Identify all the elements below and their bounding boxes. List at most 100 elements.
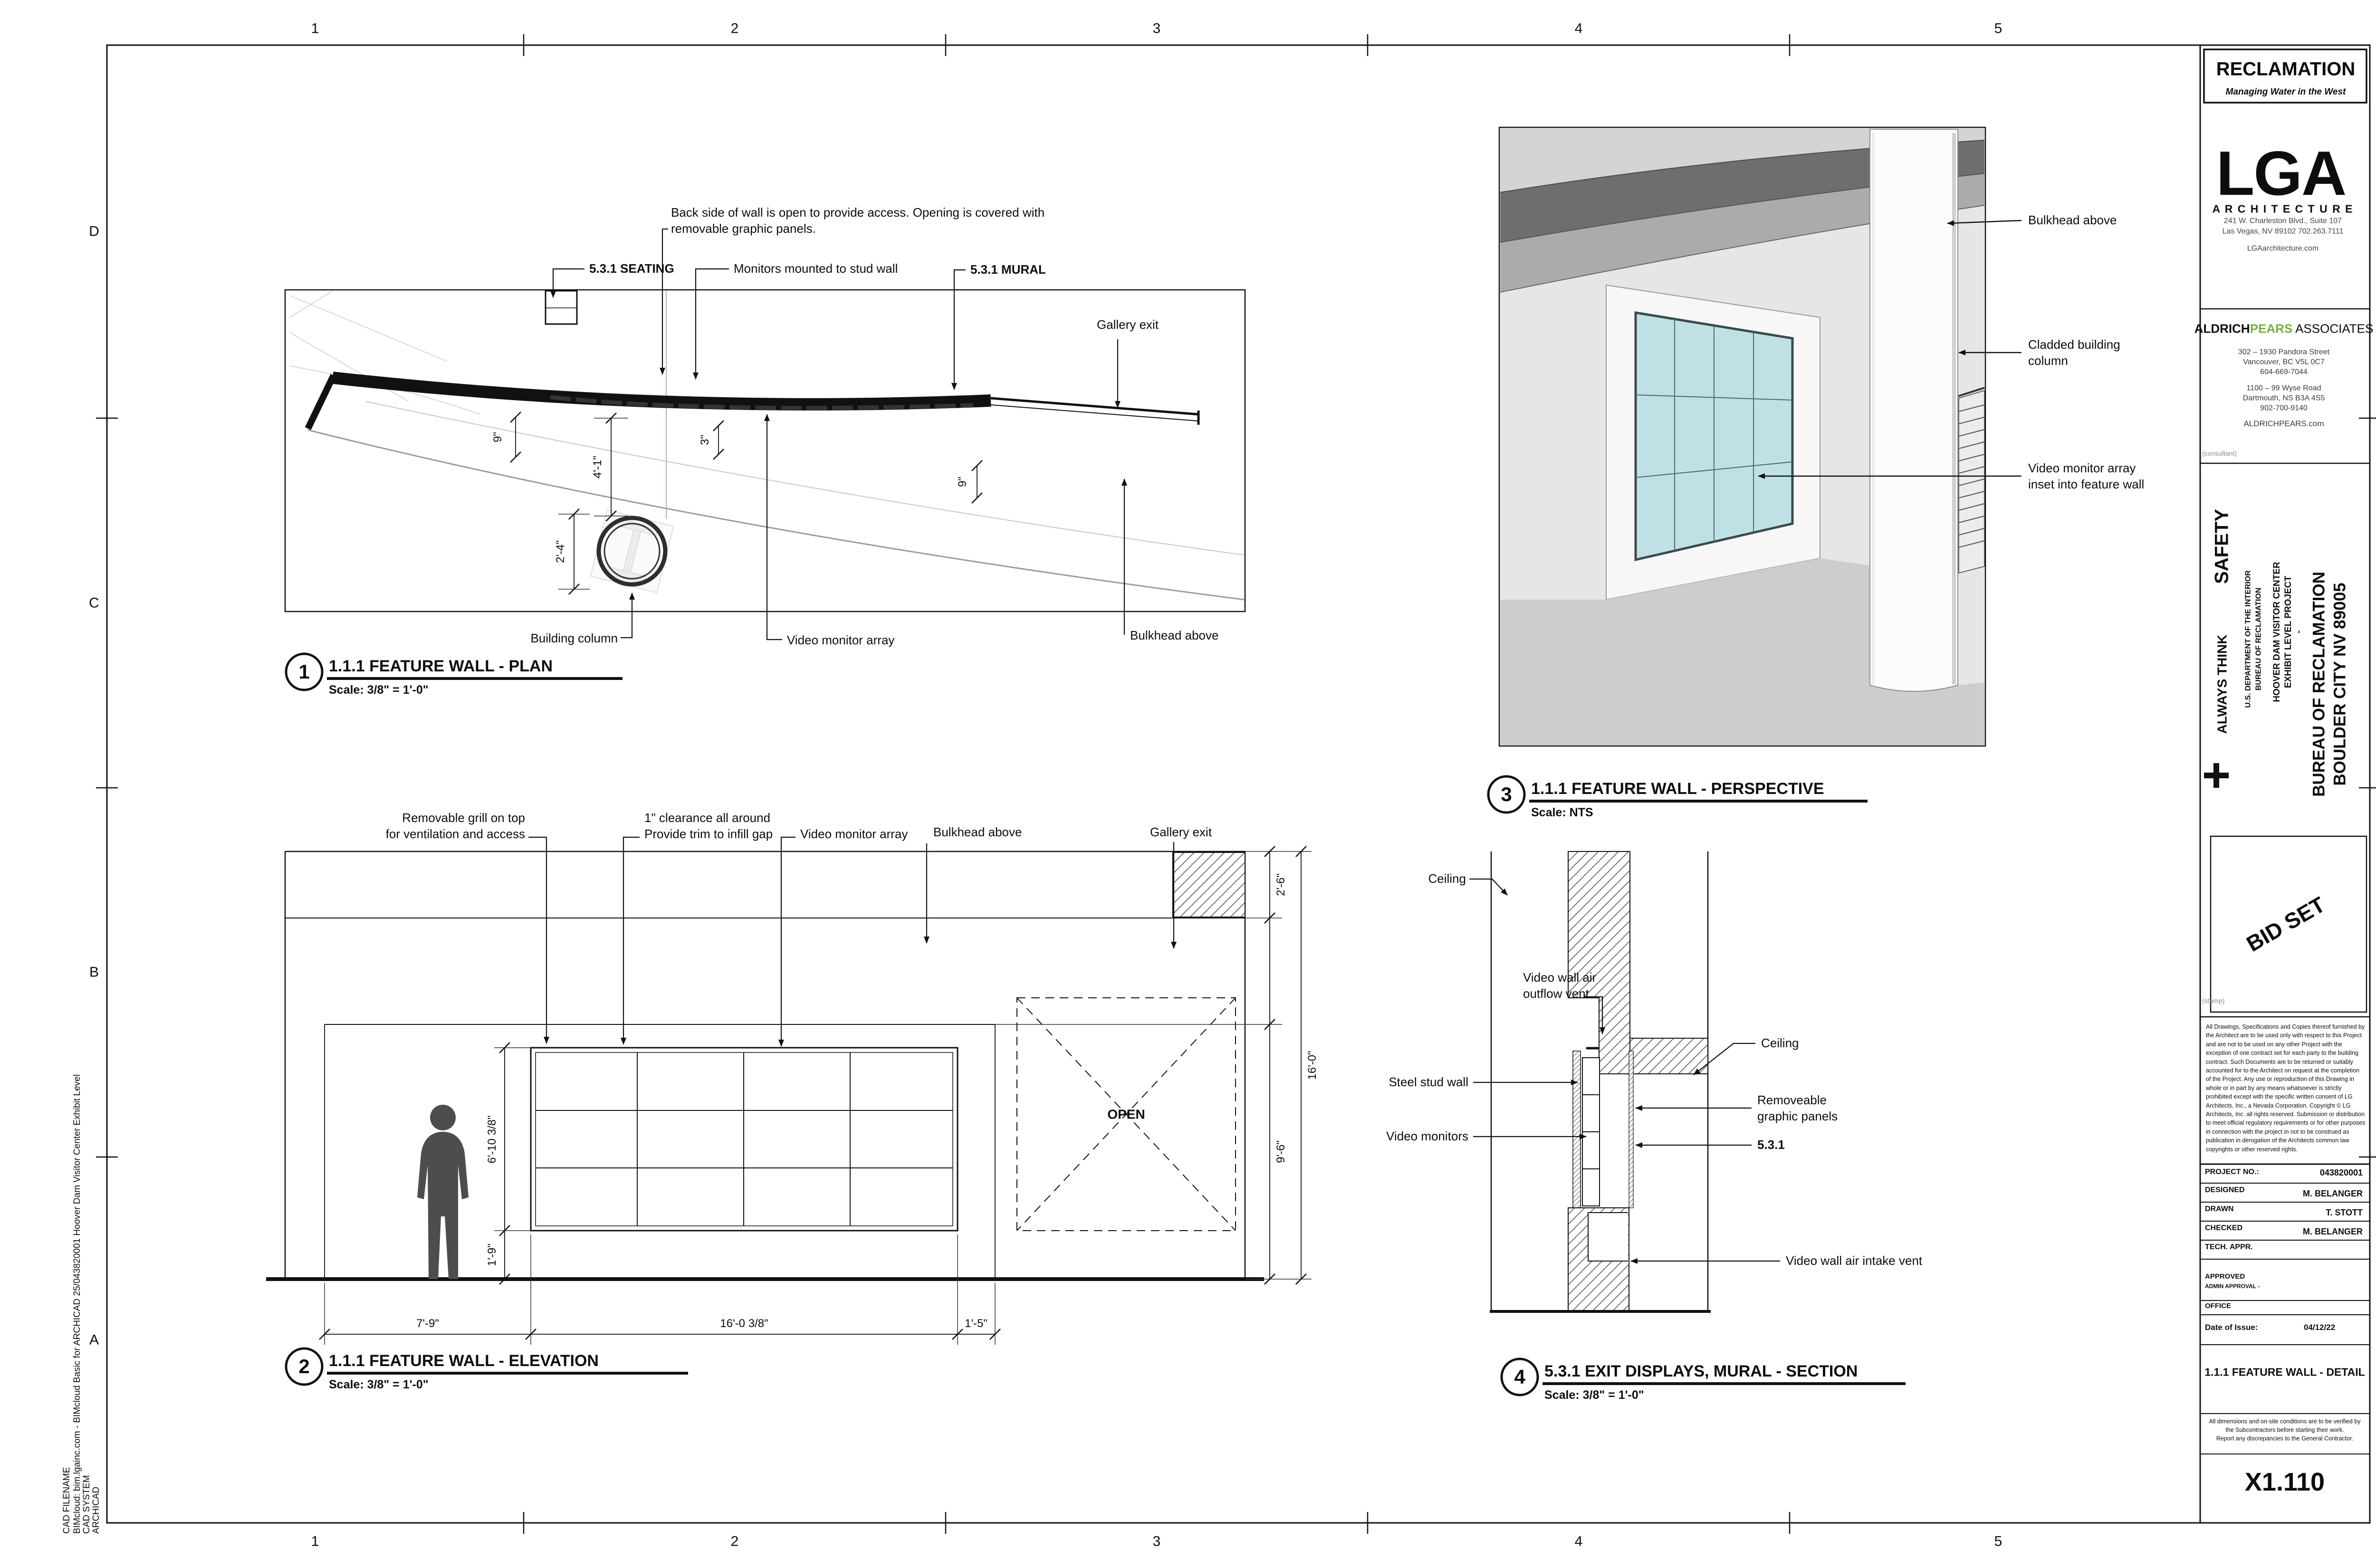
- sect-detail-number: 4: [1514, 1366, 1525, 1388]
- grid-row-d-left: D: [89, 223, 99, 239]
- plan-detail-number: 1: [298, 660, 310, 683]
- grid-col-3-top: 3: [1152, 20, 1161, 37]
- cad-system-value: ARCHICAD: [91, 1486, 101, 1534]
- info-approved-label: APPROVED: [2205, 1272, 2245, 1281]
- info-checked-label: CHECKED: [2205, 1224, 2243, 1232]
- plan-mural-label: 5.3.1 MURAL: [970, 262, 1046, 277]
- aldrichpears-logo: ALDRICHPEARS ASSOCIATES: [2194, 322, 2374, 336]
- plan-dim-2-4: 2'-4": [554, 540, 567, 563]
- sheet-note-line3: Report any discrepancies to the General …: [2216, 1435, 2354, 1442]
- cad-filename-value: BIMcloud: bim.lgainc.com - BIMcloud Basi…: [72, 1074, 82, 1534]
- elev-grill-label-line1: Removable grill on top: [402, 811, 525, 825]
- info-checked-value: M. BELANGER: [2303, 1227, 2363, 1236]
- grid-col-1-bottom: 1: [311, 1533, 319, 1549]
- aldrich-website: ALDRICHPEARS.com: [2243, 419, 2324, 428]
- plan-scale: Scale: 3/8" = 1'-0": [329, 683, 429, 697]
- associates-part: ASSOCIATES: [2292, 321, 2374, 336]
- aldrich-address-a3: 604-669-7044: [2260, 368, 2308, 376]
- grid-row-b-left: B: [89, 964, 99, 980]
- elev-clearance-label-line1: 1" clearance all around: [644, 811, 771, 825]
- project-line1: HOOVER DAM VISITOR CENTER: [2271, 562, 2282, 702]
- info-project-no-value: 043820001: [2319, 1168, 2363, 1177]
- persp-scale: Scale: NTS: [1531, 806, 1593, 819]
- plan-dim-4-1: 4'-1": [591, 456, 604, 478]
- elev-dim-2-6: 2'-6": [1274, 873, 1287, 896]
- aldrich-address-a2: Vancouver, BC V5L 0C7: [2243, 358, 2325, 366]
- consultant-caption: (consultant): [2202, 449, 2237, 457]
- grid-row-a-left: A: [89, 1332, 99, 1348]
- plan-note-line1: Back side of wall is open to provide acc…: [671, 205, 1045, 220]
- sect-steel-stud-label: Steel stud wall: [1389, 1075, 1468, 1089]
- lga-address-line1: 241 W. Charleston Blvd., Suite 107: [2223, 217, 2342, 225]
- persp-vma-label-line1: Video monitor array: [2028, 461, 2136, 475]
- info-drawn-label: DRAWN: [2205, 1205, 2234, 1213]
- elev-open-label: OPEN: [1107, 1107, 1145, 1122]
- sect-removeable-label-line2: graphic panels: [1757, 1109, 1838, 1123]
- sect-removeable-label-line1: Removeable: [1757, 1093, 1827, 1107]
- safety-cross-icon: [2204, 763, 2229, 788]
- info-tech-appr-label: TECH. APPR.: [2205, 1243, 2253, 1251]
- sect-video-monitors-label: Video monitors: [1386, 1129, 1468, 1143]
- date-of-issue-label: Date of Issue:: [2205, 1323, 2258, 1332]
- date-of-issue-value: 04/12/22: [2304, 1323, 2336, 1332]
- elev-bulkhead-above-label: Bulkhead above: [933, 825, 1022, 839]
- elev-video-monitor-array-label: Video monitor array: [800, 827, 908, 841]
- elev-dim-16-0: 16'-0": [1305, 1051, 1319, 1080]
- lga-logo: LGA: [2216, 138, 2347, 209]
- info-drawn-value: T. STOTT: [2326, 1208, 2363, 1217]
- elev-title: 1.1.1 FEATURE WALL - ELEVATION: [329, 1352, 599, 1370]
- info-admin-approval-label: ADMIN APPROVAL -: [2205, 1283, 2260, 1290]
- info-project-no-label: PROJECT NO.:: [2205, 1168, 2259, 1176]
- elev-dim-9-6: 9'-6": [1274, 1140, 1287, 1163]
- grid-col-5-bottom: 5: [1994, 1533, 2002, 1549]
- elev-detail-number: 2: [298, 1355, 310, 1378]
- dept-line2: BUREAU OF RECLAMATION: [2254, 587, 2263, 691]
- plan-seating-label: 5.3.1 SEATING: [589, 261, 674, 276]
- aldrich-address-b1: 1100 – 99 Wyse Road: [2246, 384, 2321, 392]
- elev-dim-7-9: 7'-9": [416, 1317, 439, 1330]
- elev-grill-label-line2: for ventilation and access: [385, 827, 525, 841]
- sect-ceiling-right-label: Ceiling: [1761, 1036, 1799, 1050]
- elev-dim-16-0-38: 16'-0 3/8": [720, 1317, 768, 1330]
- persp-title: 1.1.1 FEATURE WALL - PERSPECTIVE: [1531, 780, 1824, 798]
- plan-building-column-label: Building column: [530, 631, 618, 645]
- plan-bulkhead-above-label: Bulkhead above: [1130, 628, 1219, 642]
- grid-col-3-bottom: 3: [1152, 1533, 1161, 1549]
- client-line1: BUREAU OF RECLAMATION: [2309, 572, 2328, 797]
- plan-dim-9-left: 9": [491, 432, 504, 442]
- lga-address-line2: Las Vegas, NV 89102 702.263.7111: [2222, 227, 2344, 236]
- plan-note-line2: removable graphic panels.: [671, 221, 816, 236]
- persp-cladded-column-label-line1: Cladded building: [2028, 337, 2120, 352]
- cad-system-label: CAD SYSTEM: [82, 1475, 92, 1534]
- sect-title: 5.3.1 EXIT DISPLAYS, MURAL - SECTION: [1544, 1362, 1858, 1380]
- elev-dim-1-5: 1'-5": [965, 1317, 987, 1330]
- aldrich-part: ALDRICH: [2194, 321, 2250, 336]
- plan-dim-9-right: 9": [956, 477, 969, 487]
- sect-outflow-label-line2: outflow vent: [1523, 986, 1589, 1001]
- project-dash: -: [2293, 630, 2304, 634]
- sect-ceiling-left-label: Ceiling: [1428, 871, 1466, 886]
- project-line2: EXHIBIT LEVEL PROJECT: [2283, 575, 2293, 688]
- plan-monitors-label: Monitors mounted to stud wall: [734, 261, 898, 276]
- grid-col-1-top: 1: [311, 20, 319, 37]
- aldrich-address-a1: 302 – 1930 Pandora Street: [2238, 348, 2330, 356]
- safety-text-safety: SAFETY: [2211, 509, 2232, 584]
- reclamation-logo: RECLAMATION: [2216, 58, 2356, 80]
- sheet-note-line1: All dimensions and on-site conditions ar…: [2209, 1418, 2361, 1425]
- persp-vma-label-line2: inset into feature wall: [2028, 477, 2145, 491]
- persp-bulkhead-above-label: Bulkhead above: [2028, 213, 2117, 227]
- elev-gallery-exit-label: Gallery exit: [1150, 825, 1212, 839]
- sheet-number: X1.110: [2244, 1468, 2325, 1497]
- reclamation-tagline: Managing Water in the West: [2225, 86, 2346, 97]
- info-office-label: OFFICE: [2205, 1302, 2231, 1310]
- grid-row-c-left: C: [89, 595, 99, 611]
- plan-dim-3: 3": [698, 435, 711, 445]
- pears-part: PEARS: [2250, 321, 2293, 336]
- grid-col-4-top: 4: [1574, 20, 1583, 37]
- aldrich-address-b3: 902-700-9140: [2260, 404, 2308, 412]
- client-line2: BOULDER CITY NV 89005: [2330, 583, 2349, 786]
- plan-title: 1.1.1 FEATURE WALL - PLAN: [329, 657, 553, 675]
- grid-col-4-bottom: 4: [1574, 1533, 1583, 1549]
